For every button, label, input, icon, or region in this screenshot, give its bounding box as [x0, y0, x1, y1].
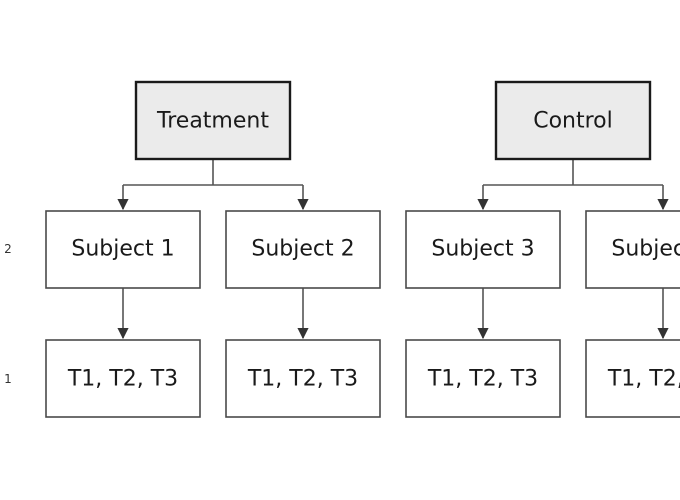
observation-node-1: T1, T2, T3 — [45, 339, 201, 418]
subject-label: Subject 1 — [71, 237, 174, 262]
subject-node-1: Subject 1 — [45, 210, 201, 289]
subject-label: Subject 4 — [611, 237, 680, 262]
connectors — [117, 160, 669, 340]
observation-label: T1, T2, T3 — [67, 367, 178, 392]
level-2-label: 2 — [4, 242, 12, 256]
group-label: Treatment — [156, 109, 269, 134]
subject-node-4: Subject 4 — [585, 210, 680, 289]
subject-node-2: Subject 2 — [225, 210, 381, 289]
observation-node-2: T1, T2, T3 — [225, 339, 381, 418]
observation-node-3: T1, T2, T3 — [405, 339, 561, 418]
observation-node-4: T1, T2, T3 — [585, 339, 680, 418]
observation-label: T1, T2, T3 — [427, 367, 538, 392]
subject-node-3: Subject 3 — [405, 210, 561, 289]
observation-label: T1, T2, T3 — [247, 367, 358, 392]
group-label: Control — [533, 109, 613, 134]
group-node-treatment: Treatment — [134, 80, 292, 161]
level-1-label: 1 — [4, 372, 12, 386]
subject-label: Subject 2 — [251, 237, 354, 262]
subject-label: Subject 3 — [431, 237, 534, 262]
observation-label: T1, T2, T3 — [607, 367, 680, 392]
group-node-control: Control — [494, 80, 652, 161]
